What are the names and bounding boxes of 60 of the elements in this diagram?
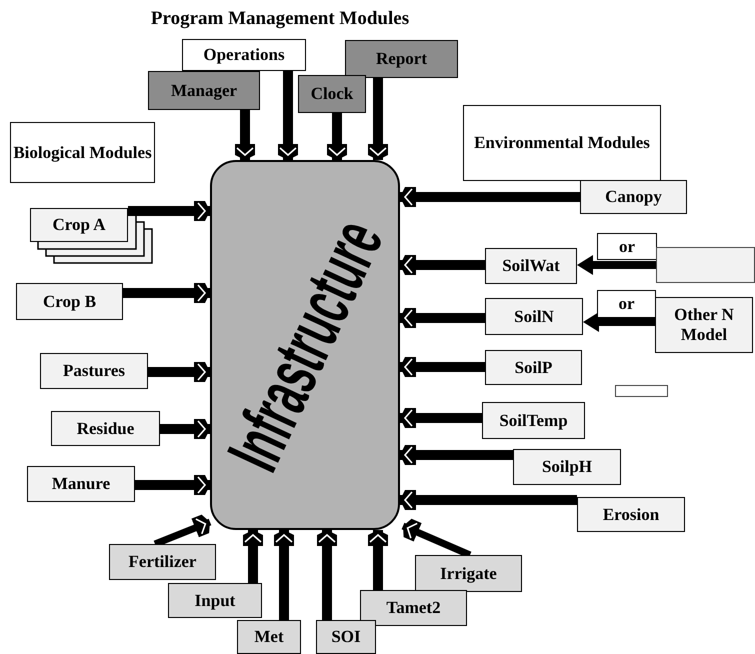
module-label: Crop A [52, 215, 106, 235]
module-label: or [618, 294, 635, 314]
module-label: Pastures [62, 361, 125, 381]
infrastructure-block [210, 160, 400, 530]
module-label: SoilP [514, 358, 552, 378]
module-box [182, 39, 306, 71]
module-box [655, 297, 753, 353]
module-box [580, 180, 687, 214]
module-box [485, 298, 583, 335]
module-box [51, 411, 160, 446]
module-box [298, 75, 366, 113]
module-box [360, 590, 467, 626]
module-label: Manager [170, 80, 238, 100]
module-label: Biological Modules [13, 142, 152, 162]
empty-box [615, 385, 668, 397]
module-label: or [618, 236, 636, 256]
group-heading-box [10, 122, 155, 183]
module-label: SOI [331, 627, 361, 647]
module-box [485, 350, 582, 385]
module-box [482, 402, 585, 439]
arrow [577, 255, 656, 275]
module-box [415, 555, 522, 592]
module-box [27, 466, 135, 502]
module-label: Met [254, 627, 284, 647]
module-label: Crop B [42, 292, 96, 312]
module-label: Report [376, 49, 427, 69]
module-label: Environmental Modules [474, 133, 650, 153]
choice-box [597, 233, 657, 260]
module-label: SoilTemp [499, 410, 568, 430]
diagram-title: Program Management Modules [150, 8, 410, 30]
module-label: Fertilizer [128, 552, 196, 572]
module-label: SoilpH [542, 457, 592, 477]
module-label: Clock [310, 84, 354, 104]
module-box [577, 497, 685, 532]
module-label: Canopy [605, 187, 662, 207]
module-box [40, 353, 148, 389]
module-box [316, 620, 376, 654]
module-box [168, 583, 262, 618]
group-heading-box [463, 105, 661, 181]
module-label: Other N Model [673, 305, 735, 345]
module-label: Manure [52, 474, 110, 494]
module-label: Residue [76, 418, 134, 438]
module-box [345, 40, 458, 78]
module-label: Input [194, 590, 236, 610]
module-label: Operations [203, 45, 285, 65]
module-label: Erosion [602, 504, 660, 524]
module-box [109, 544, 216, 580]
module-box [16, 283, 123, 320]
empty-box [656, 247, 755, 283]
module-label: Irrigate [440, 564, 497, 584]
module-box [513, 449, 621, 485]
module-box [237, 620, 301, 654]
module-box [30, 208, 128, 242]
module-box [148, 71, 260, 110]
module-label: SoilWat [502, 256, 560, 276]
module-label: Tamet2 [386, 598, 441, 618]
module-label: SoilN [514, 306, 554, 326]
arrow [583, 312, 655, 332]
choice-box [597, 290, 656, 318]
module-box [485, 248, 577, 284]
